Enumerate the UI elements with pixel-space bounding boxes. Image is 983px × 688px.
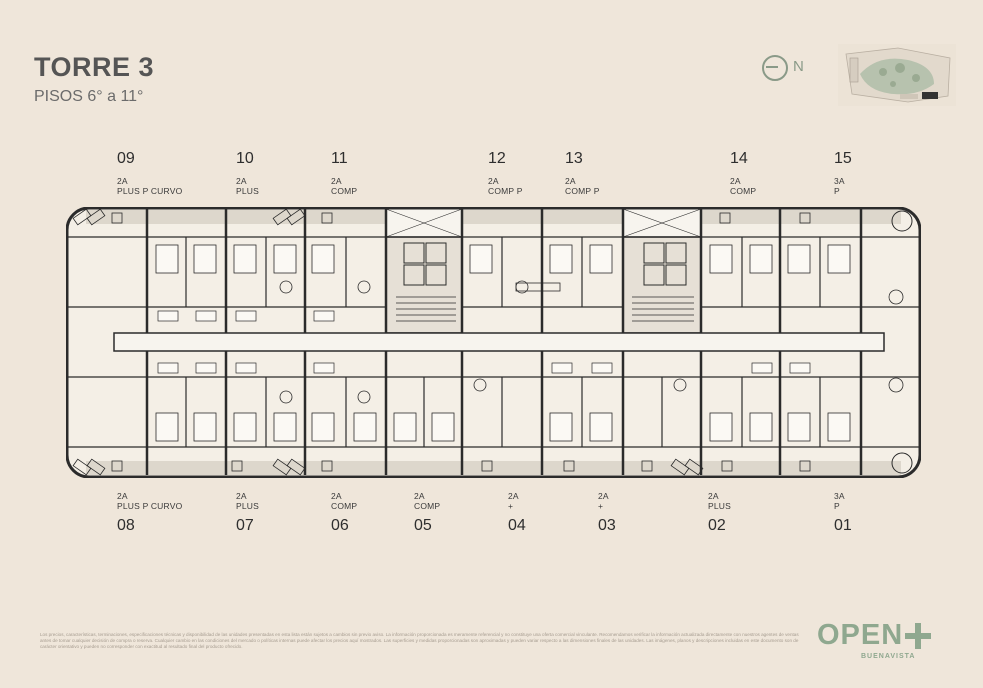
unit-number: 08	[117, 517, 135, 534]
unit-number: 02	[708, 517, 726, 534]
brand-location: BUENAVISTA	[861, 653, 916, 660]
unit-type: 2A	[488, 176, 499, 186]
unit-model: PLUS P CURVO	[117, 501, 183, 511]
unit-model: PLUS	[236, 186, 260, 196]
unit-12[interactable]: 12 2A COMP P	[488, 150, 523, 196]
unit-type: 3A	[834, 176, 845, 186]
unit-number: 07	[236, 517, 254, 534]
unit-13[interactable]: 13 2A COMP P	[565, 150, 600, 196]
unit-15[interactable]: 15 3A P	[834, 150, 852, 196]
unit-number: 11	[331, 150, 348, 167]
unit-number: 04	[508, 517, 526, 534]
unit-number: 03	[598, 517, 616, 534]
unit-04[interactable]: 2A + 04	[508, 491, 526, 535]
unit-type: 2A	[598, 491, 609, 501]
brand-name: OPEN	[817, 619, 904, 651]
unit-type: 2A	[331, 491, 342, 501]
page-title: TORRE 3	[34, 52, 155, 82]
unit-model: COMP	[331, 501, 358, 511]
central-corridor	[113, 332, 885, 352]
unit-06[interactable]: 2A COMP 06	[331, 491, 357, 535]
site-map-thumbnail	[838, 44, 956, 106]
unit-model: COMP	[414, 501, 441, 511]
unit-model: +	[598, 501, 604, 511]
north-compass-icon: N	[762, 55, 810, 81]
unit-type: 2A	[508, 491, 519, 501]
unit-type: 2A	[236, 491, 247, 501]
unit-model: +	[508, 501, 514, 511]
plus-icon	[905, 622, 932, 649]
unit-03[interactable]: 2A + 03	[598, 491, 616, 535]
unit-number: 09	[117, 150, 135, 167]
unit-model: COMP P	[488, 186, 523, 196]
unit-model: COMP	[730, 186, 757, 196]
unit-number: 05	[414, 517, 432, 534]
unit-05[interactable]: 2A COMP 05	[414, 491, 440, 535]
unit-model: P	[834, 186, 840, 196]
unit-number: 06	[331, 517, 349, 534]
unit-11[interactable]: 11 2A COMP	[331, 150, 357, 196]
unit-number: 12	[488, 150, 506, 167]
unit-model: PLUS	[708, 501, 732, 511]
unit-number: 15	[834, 150, 852, 167]
unit-number: 13	[565, 150, 583, 167]
unit-type: 2A	[414, 491, 425, 501]
unit-model: COMP P	[565, 186, 600, 196]
brand-logo: OPEN BUENAVISTA	[817, 619, 941, 660]
unit-model: PLUS	[236, 501, 260, 511]
page-subtitle: PISOS 6° a 11°	[34, 88, 144, 105]
unit-type: 2A	[331, 176, 342, 186]
unit-09[interactable]: 09 2A PLUS P CURVO	[117, 150, 182, 196]
unit-type: 2A	[117, 176, 128, 186]
unit-number: 01	[834, 517, 852, 534]
unit-type: 2A	[236, 176, 247, 186]
unit-type: 2A	[708, 491, 719, 501]
unit-02[interactable]: 2A PLUS 02	[708, 491, 731, 535]
unit-type: 2A	[117, 491, 128, 501]
unit-number: 10	[236, 150, 254, 167]
unit-10[interactable]: 10 2A PLUS	[236, 150, 259, 196]
unit-type: 3A	[834, 491, 845, 501]
floor-plan	[66, 207, 921, 478]
north-label: N	[793, 58, 804, 75]
unit-number: 14	[730, 150, 748, 167]
unit-model: COMP	[331, 186, 358, 196]
unit-type: 2A	[730, 176, 741, 186]
unit-model: P	[834, 501, 840, 511]
legal-disclaimer: Los precios, características, terminacio…	[40, 632, 799, 650]
unit-14[interactable]: 14 2A COMP	[730, 150, 756, 196]
unit-08[interactable]: 2A PLUS P CURVO 08	[117, 491, 182, 535]
unit-07[interactable]: 2A PLUS 07	[236, 491, 259, 535]
unit-type: 2A	[565, 176, 576, 186]
unit-model: PLUS P CURVO	[117, 186, 183, 196]
unit-01[interactable]: 3A P 01	[834, 491, 852, 535]
